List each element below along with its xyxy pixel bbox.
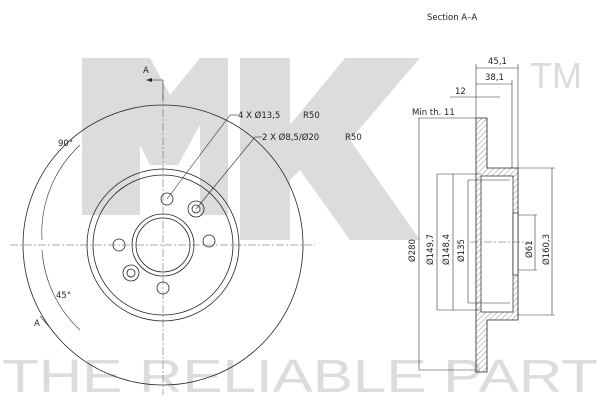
section-view: Section A–A 45,1 38,1 12 Min th. 11 Ø280… [407,13,555,373]
dim-45-1: 45,1 [488,57,507,67]
dim-38-1: 38,1 [485,73,504,83]
pin-hole [122,264,140,282]
watermark: TM THE RELIABLE PART [2,55,598,400]
dim-148-4: Ø148,4 [441,234,452,265]
bolt-holes-note: 4 X Ø13,5 [238,110,280,121]
pin-holes-note: 2 X Ø8,5/Ø20 [262,132,319,143]
angle-arc-bottom [41,249,81,331]
pin-holes-radius: R50 [345,133,362,143]
section-title: Section A–A [427,13,477,23]
angle-90-label: 90° [58,139,73,149]
dim-61: Ø61 [524,240,535,258]
dim-12: 12 [455,87,466,97]
min-thickness: Min th. 11 [412,108,455,118]
front-view: A A 90° 45° 4 X Ø13,5 R50 2 X Ø8,5/Ø20 R… [10,66,362,395]
section-marker-top: A [143,66,149,76]
angle-arc-top [41,144,81,241]
section-marker-bottom: A [34,319,40,329]
dim-280: Ø280 [407,239,418,262]
angle-45-label: 45° [56,291,71,301]
dim-160-3: Ø160,3 [541,234,552,265]
bolt-hole [202,234,216,248]
pin-hole [187,200,205,218]
tagline-text: THE RELIABLE PART [2,350,598,400]
trademark-text: TM [530,55,582,96]
dim-135: Ø135 [456,239,467,262]
bolt-hole [160,192,174,206]
nk-logo [82,58,420,240]
dim-149-7: Ø149,7 [425,234,436,265]
bolt-holes-radius: R50 [303,111,320,121]
